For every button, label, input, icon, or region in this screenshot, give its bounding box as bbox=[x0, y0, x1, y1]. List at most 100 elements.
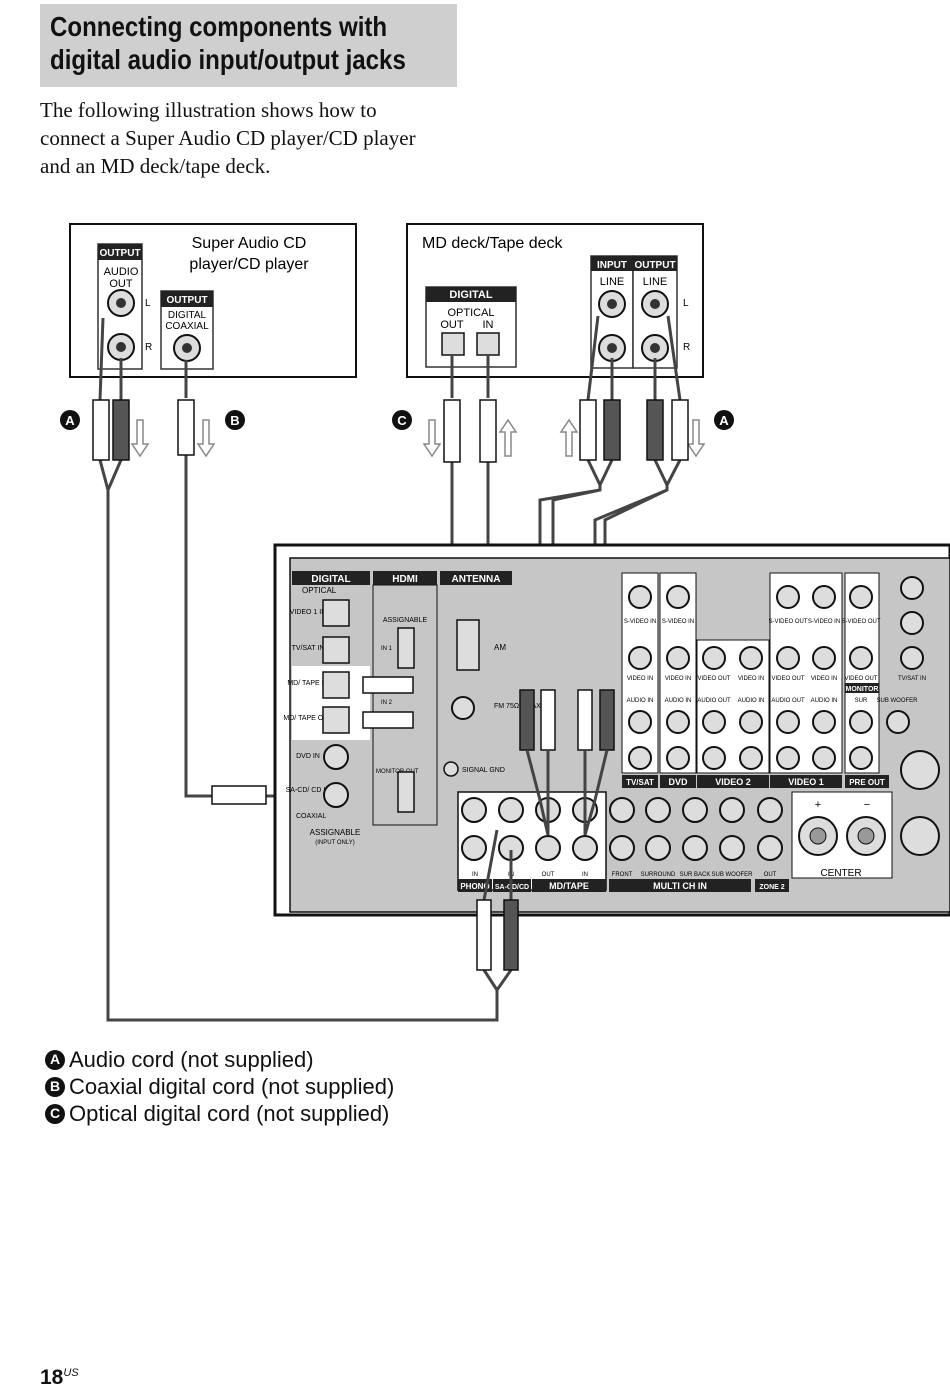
marker-a-right bbox=[714, 410, 734, 430]
rx-hdmi-label: HDMI bbox=[392, 574, 418, 585]
rx-multich-jack bbox=[719, 797, 745, 823]
heading-line-2: digital audio input/output jacks bbox=[50, 44, 406, 75]
cd-player-title-2: player/CD player bbox=[189, 256, 309, 273]
rx-multich-jack bbox=[719, 835, 745, 861]
md-optical-out-jack bbox=[441, 332, 465, 356]
rx-mdtape-out-label: MD/ TAPE OUT bbox=[283, 715, 333, 722]
cd-output2-label: OUTPUT bbox=[166, 295, 207, 306]
rx-sacd-l-jack bbox=[498, 797, 524, 823]
rx-monitor-label: MONITOR bbox=[846, 686, 879, 693]
arrow-up-icon bbox=[559, 418, 579, 457]
md-optical-out-label: OUT bbox=[440, 319, 464, 331]
intro-line-3: and an MD deck/tape deck. bbox=[40, 154, 271, 178]
rx-coax-sacd-jack bbox=[323, 782, 349, 808]
rx-center-label: CENTER bbox=[820, 868, 861, 879]
rx-video1-in-label: VIDEO 1 IN bbox=[290, 609, 327, 616]
rx-signal-gnd-terminal bbox=[443, 761, 459, 777]
page-suffix: US bbox=[63, 1367, 79, 1379]
rx-optical-plug-out bbox=[362, 711, 414, 729]
receiver-panel: DIGITAL OPTICAL VIDEO 1 IN TV/SAT IN MD/… bbox=[211, 543, 950, 971]
rx-optical-mdtape-out-jack bbox=[322, 706, 350, 734]
cd-audio-label: AUDIO bbox=[104, 266, 139, 278]
cd-player-panel: Super Audio CD player/CD player OUTPUT A… bbox=[69, 223, 357, 378]
rx-video-in-label: VIDEO IN bbox=[811, 676, 837, 682]
intro-paragraph: The following illustration shows how to … bbox=[40, 96, 480, 180]
rx-signal-gnd-label: SIGNAL GND bbox=[462, 767, 505, 774]
cd-output-label: OUTPUT bbox=[99, 248, 140, 259]
rx-md-out: OUT bbox=[542, 872, 555, 878]
rx-multich-jack bbox=[645, 835, 671, 861]
marker-a-left bbox=[60, 410, 80, 430]
rx-video-out-label: VIDEO OUT bbox=[771, 676, 804, 682]
rx-tvsat-in2-label: TV/SAT IN bbox=[898, 676, 926, 682]
intro-line-1: The following illustration shows how to bbox=[40, 98, 377, 122]
rx-svideo-in-label: S-VIDEO IN bbox=[624, 619, 656, 625]
rx-dvd-label: DVD bbox=[668, 777, 688, 787]
rx-hdmi-monitor-jack bbox=[397, 771, 415, 813]
rx-surback-label: SUR BACK bbox=[680, 872, 711, 878]
rx-optical-tvsat-jack bbox=[322, 636, 350, 664]
rx-dvd-in-label: DVD IN bbox=[296, 753, 320, 760]
rx-coaxial-label: COAXIAL bbox=[296, 813, 326, 820]
rx-rca-plug bbox=[540, 689, 556, 751]
md-line-out-label: LINE bbox=[643, 276, 667, 288]
intro-line-2: connect a Super Audio CD player/CD playe… bbox=[40, 126, 416, 150]
legend-text: Coaxial digital cord (not supplied) bbox=[69, 1074, 395, 1099]
rx-tvsat-label: TV/SAT bbox=[626, 778, 654, 787]
rx-optical-mdtape-in-jack bbox=[322, 671, 350, 699]
cable-b bbox=[184, 455, 212, 798]
rx-zone2-l-jack bbox=[757, 797, 783, 823]
rx-phono-r-jack bbox=[461, 835, 487, 861]
rx-front-label: FRONT bbox=[612, 872, 633, 878]
rx-mdtape-in-label: MD/ TAPE IN bbox=[287, 680, 328, 687]
page-number-value: 18 bbox=[40, 1366, 64, 1389]
rx-video-out-label: VIDEO OUT bbox=[697, 676, 730, 682]
cd-l-label: L bbox=[145, 298, 151, 309]
rx-digital-label: DIGITAL bbox=[311, 574, 350, 585]
md-deck-title: MD deck/Tape deck bbox=[422, 235, 564, 252]
md-l-label: L bbox=[683, 298, 689, 309]
plugs bbox=[92, 399, 689, 463]
rx-sacd-in-label: SA-CD/ CD IN bbox=[286, 787, 331, 794]
rx-rca-plug bbox=[599, 689, 615, 751]
cd-out-label: OUT bbox=[109, 278, 133, 290]
rx-antenna-label: ANTENNA bbox=[452, 574, 501, 585]
rx-multich-jack bbox=[645, 797, 671, 823]
rx-multich-label: MULTI CH IN bbox=[653, 881, 707, 891]
cd-r-label: R bbox=[145, 342, 152, 353]
rx-video-in-label: VIDEO IN bbox=[738, 676, 764, 682]
plug-a-left-red bbox=[112, 399, 130, 461]
marker-c-text: C bbox=[397, 413, 407, 428]
rx-optical-plug-in bbox=[362, 676, 414, 694]
rx-multich-jack bbox=[609, 835, 635, 861]
rx-hdmi-in1-label: IN 1 bbox=[381, 646, 393, 652]
cd-coaxial-label: COAXIAL bbox=[165, 321, 209, 332]
marker-a-left-text: A bbox=[65, 413, 75, 428]
rx-sur-label: SUR bbox=[855, 698, 868, 704]
marker-a-right-text: A bbox=[719, 413, 729, 428]
rx-coax-plug bbox=[211, 785, 267, 805]
section-heading-box: Connecting components with digital audio… bbox=[40, 4, 457, 87]
arrow-up-icon bbox=[498, 418, 518, 457]
rx-subwoofer-label: SUB WOOFER bbox=[711, 872, 753, 878]
legend-text: Audio cord (not supplied) bbox=[69, 1047, 314, 1072]
arrow-down-icon bbox=[130, 419, 150, 458]
marker-b-icon: B bbox=[45, 1076, 65, 1097]
plug-c-1 bbox=[443, 399, 461, 463]
legend-item: B Coaxial digital cord (not supplied) bbox=[45, 1073, 394, 1100]
cd-digital-label: DIGITAL bbox=[168, 310, 207, 321]
rx-audio-out-label: AUDIO OUT bbox=[697, 698, 731, 704]
rx-video-in-label: VIDEO IN bbox=[627, 676, 653, 682]
legend-item: A Audio cord (not supplied) bbox=[45, 1046, 394, 1073]
cd-player-title-1: Super Audio CD bbox=[192, 235, 307, 252]
marker-b bbox=[225, 410, 245, 430]
marker-c-icon: C bbox=[45, 1103, 65, 1124]
rx-multich-jack bbox=[609, 797, 635, 823]
rx-sub-label: SUB WOOFER bbox=[876, 698, 918, 704]
arrow-down-icon bbox=[422, 419, 442, 458]
rx-zone2-out: OUT bbox=[764, 872, 777, 878]
rx-hdmi-in2-label: IN 2 bbox=[381, 700, 393, 706]
rx-audio-out-label: AUDIO OUT bbox=[771, 698, 805, 704]
section-heading: Connecting components with digital audio… bbox=[50, 10, 406, 76]
rx-zone2-label: ZONE 2 bbox=[759, 884, 784, 891]
